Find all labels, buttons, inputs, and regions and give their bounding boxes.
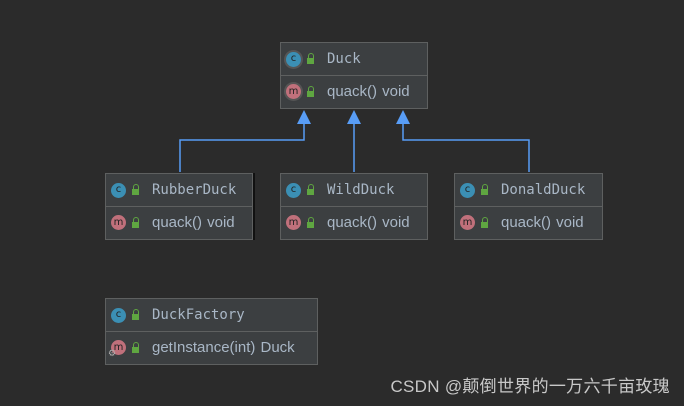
method-icon: m xyxy=(111,215,126,230)
public-visibility-icon xyxy=(132,184,142,196)
member-return-type: Duck xyxy=(260,339,295,356)
class-icon: c xyxy=(111,307,126,323)
class-header: c RubberDuck xyxy=(106,174,252,206)
class-icon: c xyxy=(460,182,475,198)
public-visibility-icon xyxy=(307,53,317,65)
member-signature: quack() xyxy=(152,214,203,231)
method-icon: m xyxy=(460,215,475,230)
edge-donaldduck-to-duck xyxy=(402,124,530,172)
class-box-wildduck[interactable]: c WildDuck m quack() void xyxy=(280,173,428,240)
member-row[interactable]: m quack() void xyxy=(281,75,427,107)
public-visibility-icon xyxy=(481,184,491,196)
method-letter: m xyxy=(113,341,124,353)
member-row[interactable]: m quack() void xyxy=(281,206,427,238)
member-return-type: void xyxy=(556,214,584,231)
edge-rubberduck-to-duck xyxy=(179,124,305,172)
class-header: c WildDuck xyxy=(281,174,427,206)
class-name: Duck xyxy=(327,51,361,67)
class-header: c DuckFactory xyxy=(106,299,317,331)
method-icon: m xyxy=(286,215,301,230)
class-box-duck[interactable]: c Duck m quack() void xyxy=(280,42,428,109)
class-name: DonaldDuck xyxy=(501,182,586,198)
generalization-arrowhead xyxy=(297,110,311,124)
abstract-method-icon: m xyxy=(286,84,301,99)
member-return-type: void xyxy=(382,83,410,100)
member-signature: getInstance(int) xyxy=(152,339,256,356)
class-name: WildDuck xyxy=(327,182,395,198)
public-visibility-icon xyxy=(481,216,491,229)
public-visibility-icon xyxy=(132,341,142,354)
static-gear-icon: ⚙ xyxy=(108,349,117,359)
class-box-donaldduck[interactable]: c DonaldDuck m quack() void xyxy=(454,173,603,240)
public-visibility-icon xyxy=(307,184,317,196)
abstract-class-icon: c xyxy=(286,51,301,67)
member-row[interactable]: m ⚙ getInstance(int) Duck xyxy=(106,331,317,363)
class-name: RubberDuck xyxy=(152,182,237,198)
class-icon: c xyxy=(111,182,126,198)
member-signature: quack() xyxy=(327,83,378,100)
member-row[interactable]: m quack() void xyxy=(455,206,602,238)
class-name: DuckFactory xyxy=(152,307,245,323)
generalization-arrowhead xyxy=(347,110,361,124)
class-box-duckfactory[interactable]: c DuckFactory m ⚙ getInstance(int) Duck xyxy=(105,298,318,365)
class-header: c Duck xyxy=(281,43,427,75)
public-visibility-icon xyxy=(307,216,317,229)
member-signature: quack() xyxy=(501,214,552,231)
generalization-arrowhead xyxy=(396,110,410,124)
member-return-type: void xyxy=(382,214,410,231)
static-method-icon: m ⚙ xyxy=(108,340,126,359)
member-signature: quack() xyxy=(327,214,378,231)
public-visibility-icon xyxy=(307,85,317,98)
public-visibility-icon xyxy=(132,216,142,229)
class-header: c DonaldDuck xyxy=(455,174,602,206)
class-box-rubberduck[interactable]: c RubberDuck m quack() void xyxy=(105,173,253,240)
class-icon: c xyxy=(286,182,301,198)
watermark: CSDN @颠倒世界的一万六千亩玫瑰 xyxy=(390,377,670,396)
member-row[interactable]: m quack() void xyxy=(106,206,252,238)
member-return-type: void xyxy=(207,214,235,231)
public-visibility-icon xyxy=(132,309,142,321)
